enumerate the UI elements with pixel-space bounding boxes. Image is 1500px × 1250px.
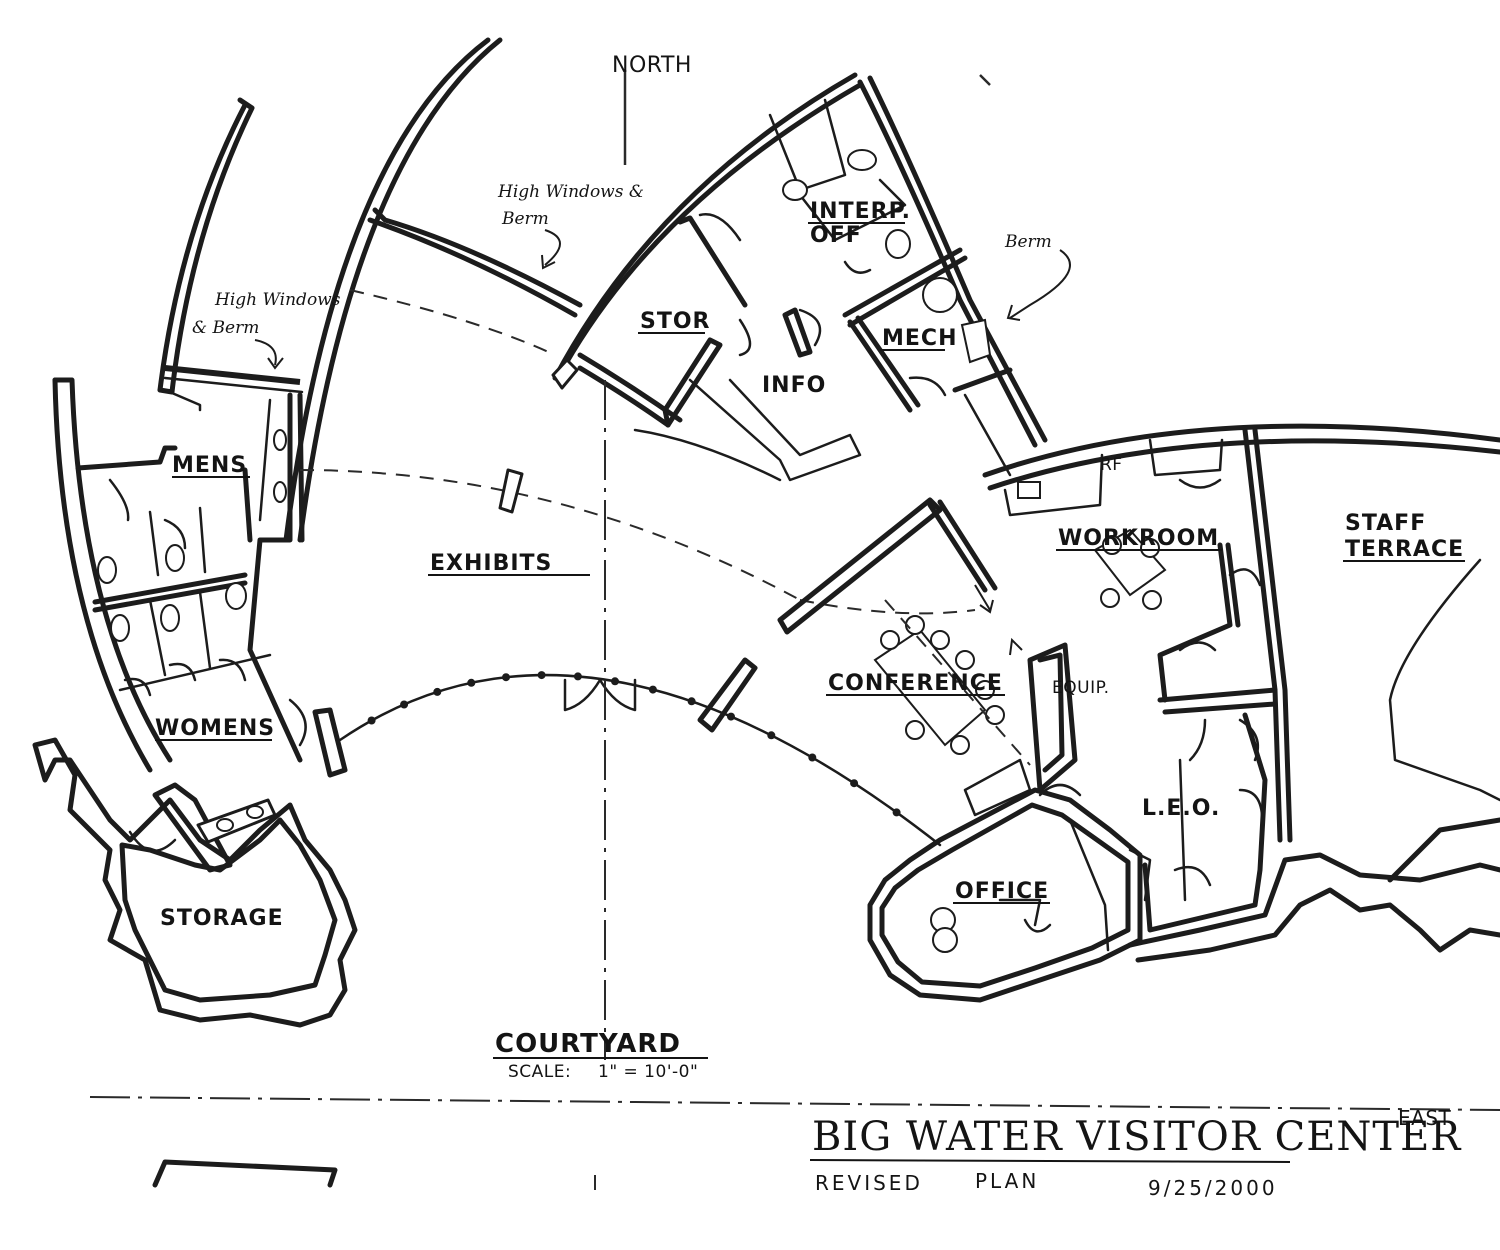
storage-blob <box>32 737 358 1028</box>
mullion-dot <box>400 700 409 709</box>
note-high-windows-center-2: Berm <box>501 209 549 229</box>
mullion-dot <box>537 671 546 680</box>
restroom-block <box>75 392 348 778</box>
label-info: INFO <box>762 373 826 398</box>
north-label: NORTH <box>612 53 692 78</box>
label-office: OFFICE <box>955 879 1049 904</box>
mullion-dot <box>573 672 582 681</box>
room-labels: EXHIBITS MENS WOMENS STORAGE COURTYARD S… <box>155 199 1465 1082</box>
title-block: BIG WATER VISITOR CENTER REVISED PLAN 9/… <box>809 1114 1462 1200</box>
restroom-berm-band <box>163 365 304 412</box>
title-date: 9/25/2000 <box>1148 1176 1278 1200</box>
title-revised: REVISED <box>815 1171 923 1195</box>
north-wing <box>551 72 1048 482</box>
mullion-dot <box>611 677 619 686</box>
label-workroom: WORKROOM <box>1058 526 1219 551</box>
label-interp: INTERP. <box>810 199 911 224</box>
mullion-dot <box>367 716 376 725</box>
title-main: BIG WATER VISITOR CENTER <box>812 1114 1462 1160</box>
mullion-dot <box>502 673 510 682</box>
label-off: OFF <box>810 223 862 248</box>
outer-curved-walls <box>52 37 503 773</box>
title-plan: PLAN <box>975 1169 1039 1193</box>
east-label: EAST <box>1398 1106 1452 1130</box>
label-stor: STOR <box>640 309 711 334</box>
curtain-wall-mullions <box>367 671 901 817</box>
note-high-windows-left-1: High Windows <box>214 290 341 310</box>
mullion-dot <box>687 697 696 706</box>
label-staff: STAFF <box>1345 511 1426 536</box>
label-terrace: TERRACE <box>1345 537 1464 562</box>
label-storage: STORAGE <box>160 906 284 931</box>
annotation-notes: High Windows & Berm High Windows & Berm … <box>192 182 1052 338</box>
note-berm-right: Berm <box>1004 232 1052 252</box>
reference-axes <box>89 70 1500 1190</box>
label-rf: RF <box>1100 455 1123 475</box>
sheet-edge-fragment <box>152 1159 338 1188</box>
label-courtyard: COURTYARD <box>495 1029 681 1059</box>
mullion-dot <box>892 808 901 817</box>
east-wing <box>867 423 1500 1003</box>
compass-labels: NORTH EAST <box>612 53 1452 1130</box>
scale-label: SCALE: <box>508 1062 571 1082</box>
label-mens: MENS <box>172 453 247 478</box>
mullion-dot <box>808 753 817 762</box>
note-arrows <box>254 229 1071 656</box>
note-high-windows-left-2: & Berm <box>192 318 259 338</box>
mullion-dot <box>648 685 657 694</box>
label-exhibits: EXHIBITS <box>430 551 552 576</box>
mullion-dot <box>467 678 476 687</box>
mullion-dot <box>767 731 776 740</box>
label-conference: CONFERENCE <box>828 671 1003 696</box>
note-high-windows-center-1: High Windows & <box>497 182 644 202</box>
mullion-dot <box>850 779 859 788</box>
mullion-dot <box>727 712 735 721</box>
exhibits-hall <box>299 207 998 847</box>
label-womens: WOMENS <box>155 716 275 741</box>
mullion-dot <box>433 687 442 696</box>
label-leo: L.E.O. <box>1142 796 1220 821</box>
label-mech: MECH <box>882 326 957 351</box>
scale-value: 1" = 10'-0" <box>598 1062 698 1082</box>
label-equip: EQUIP. <box>1052 678 1110 698</box>
